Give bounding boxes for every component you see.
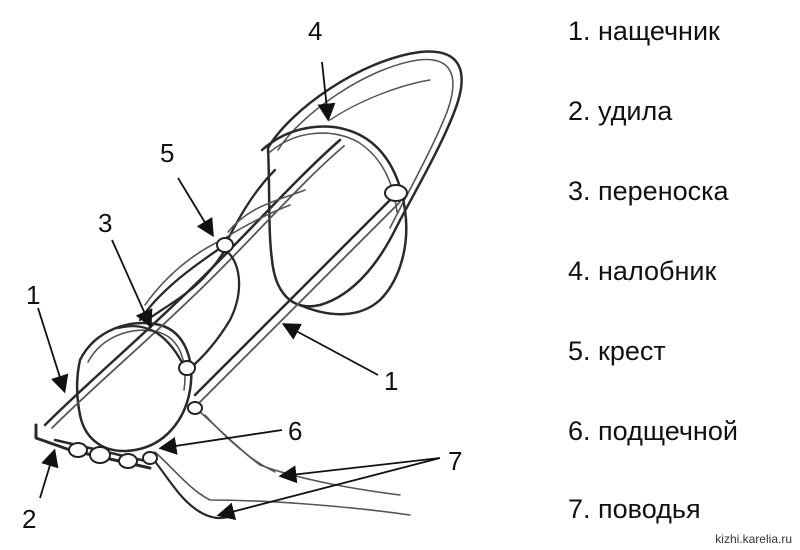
legend-item-4: 4. налобник xyxy=(568,256,717,286)
legend-item-7: 7. поводья xyxy=(568,494,701,524)
watermark: kizhi.karelia.ru xyxy=(715,532,792,546)
carrier-strap xyxy=(116,325,187,370)
callout-6: 6 xyxy=(288,416,302,446)
callout-1-left: 1 xyxy=(26,280,40,310)
rings xyxy=(142,184,408,465)
callout-4: 4 xyxy=(308,16,322,46)
legend-item-3: 3. переноска xyxy=(568,176,729,206)
callout-1-right: 1 xyxy=(384,366,398,396)
bit xyxy=(34,423,152,470)
callout-2: 2 xyxy=(22,504,36,534)
legend-item-5: 5. крест xyxy=(568,336,666,366)
leader-lines xyxy=(37,61,441,521)
legend-item-1: 1. нащечник xyxy=(568,16,720,46)
browband-loop xyxy=(266,50,463,308)
legend-item-6: 6. подщечной xyxy=(568,416,738,446)
callout-5: 5 xyxy=(160,138,174,168)
reins xyxy=(148,409,411,520)
callout-3: 3 xyxy=(98,208,112,238)
cheek-strap xyxy=(43,138,401,429)
legend-item-2: 2. удила xyxy=(568,96,673,126)
callout-7: 7 xyxy=(448,446,462,476)
legend: 1. нащечник 2. удила 3. переноска 4. нал… xyxy=(568,0,800,550)
